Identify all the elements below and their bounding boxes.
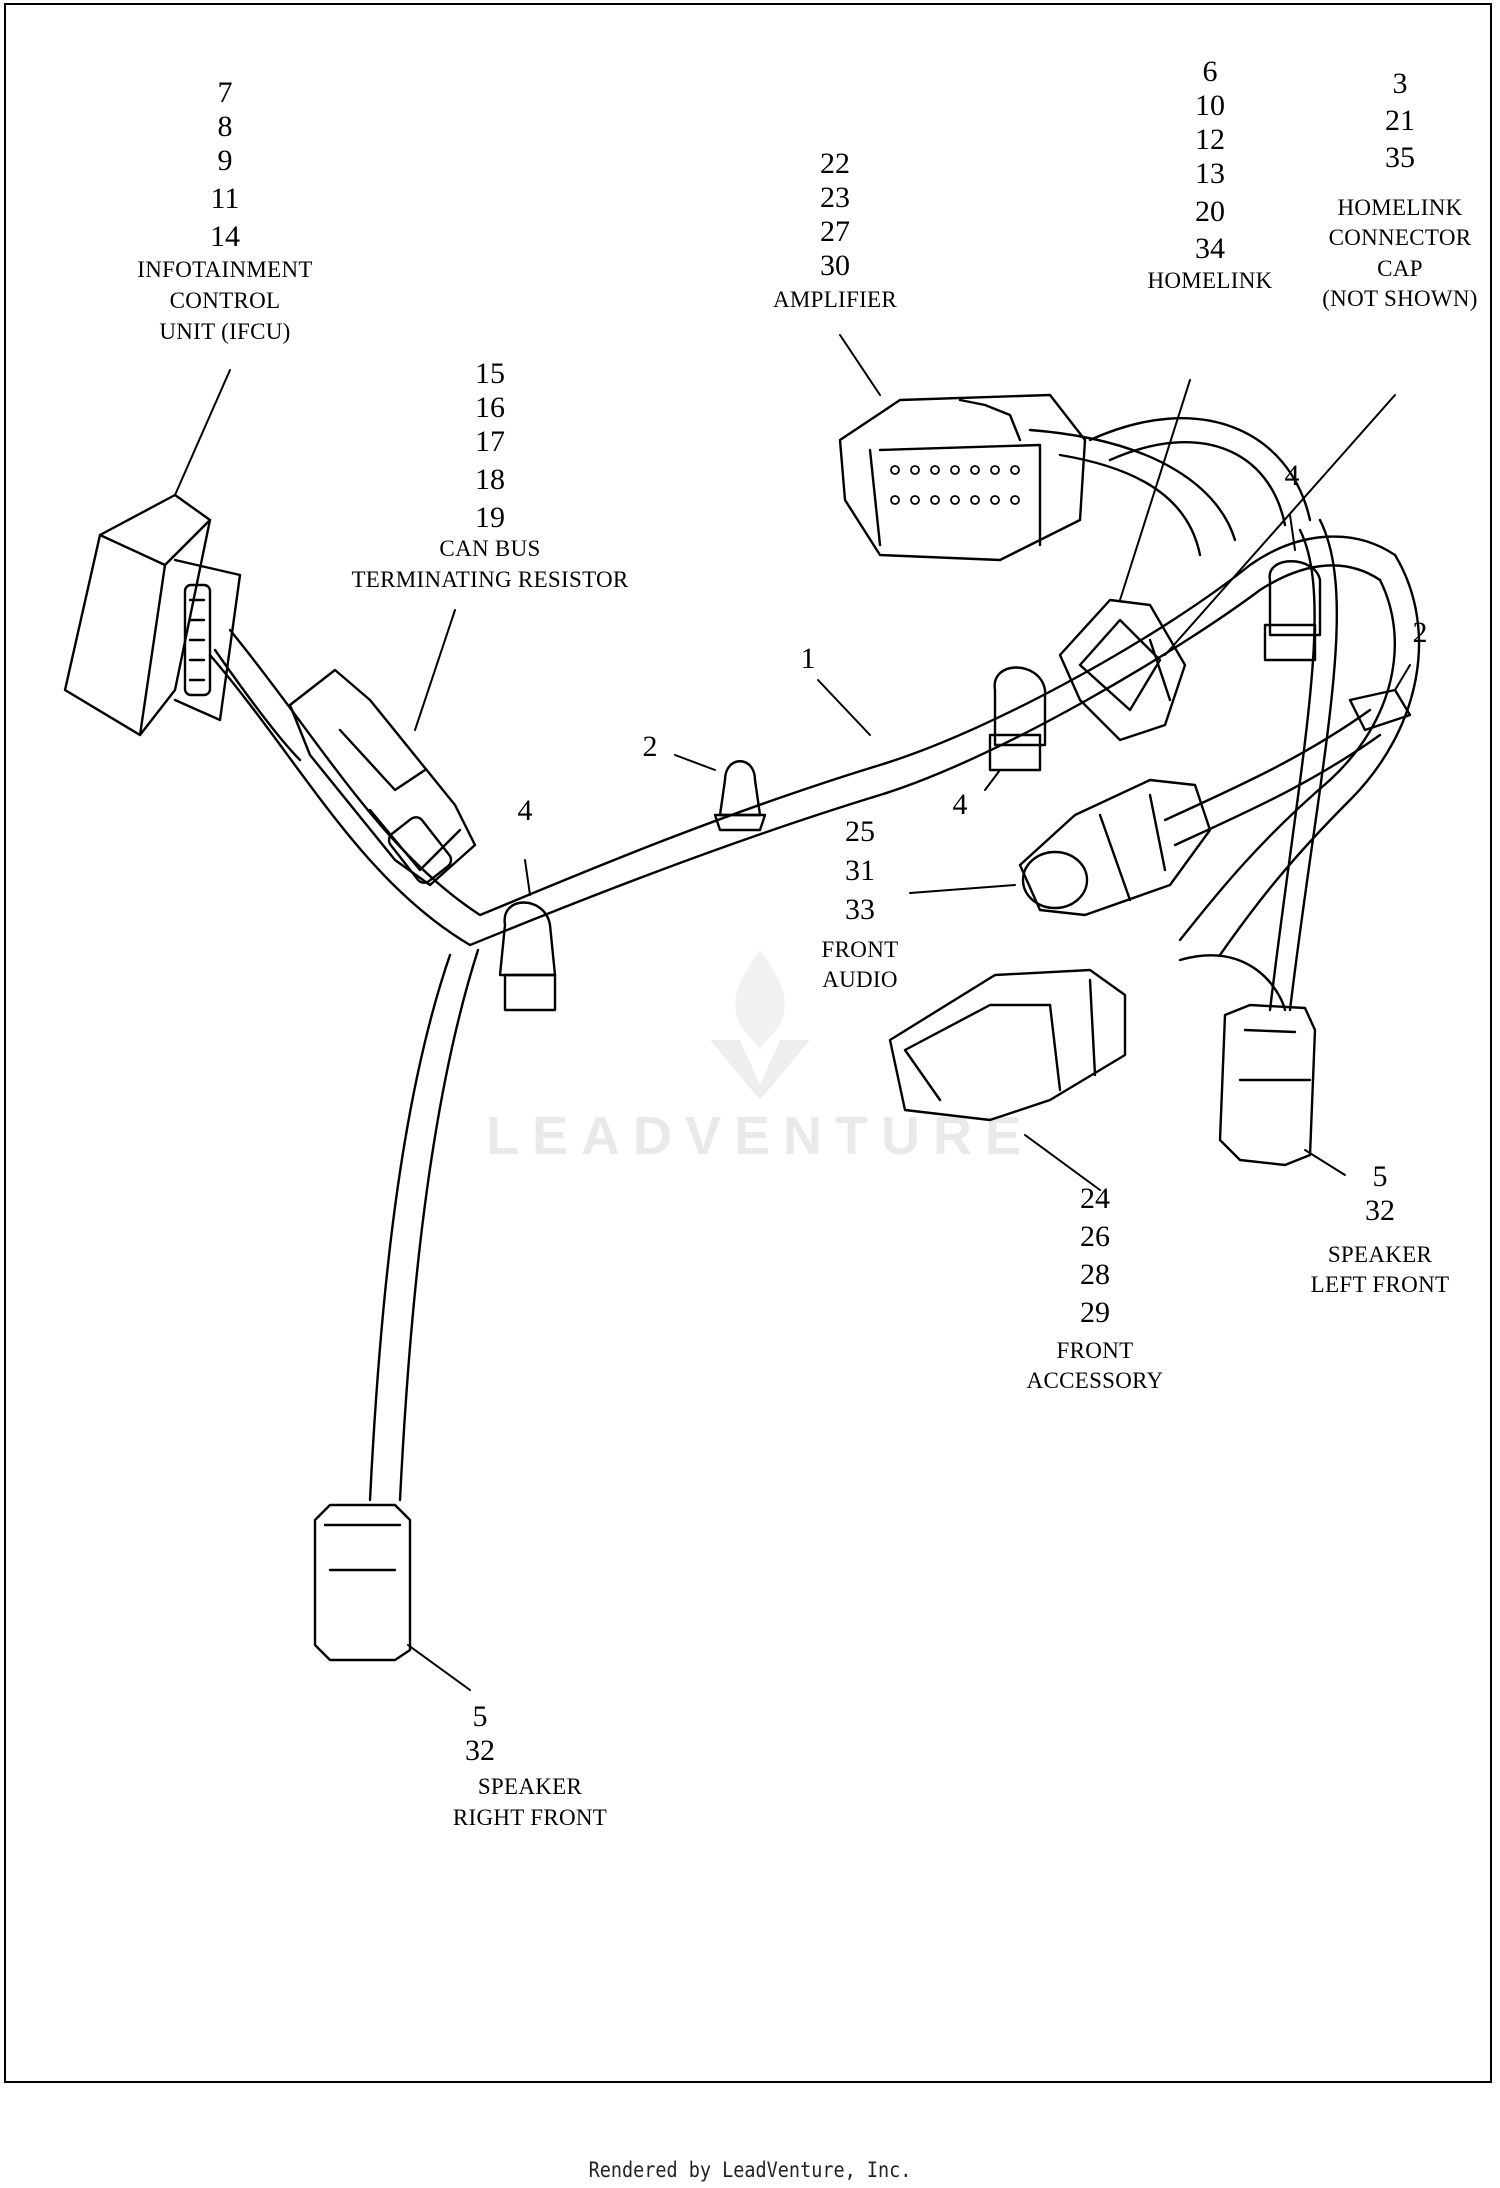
amplifier-connector: [838, 393, 1087, 562]
leader-lines: [174, 334, 1411, 1691]
diagram-frame: [4, 3, 1492, 2083]
label-clamp-left: 4: [517, 794, 533, 827]
label-clip-right: 2: [1412, 616, 1428, 649]
front-audio-connector: [1018, 778, 1212, 917]
leadventure-logo-icon: [710, 950, 810, 1100]
speaker-right-connector: [313, 1503, 412, 1662]
homelink-connector: [1058, 598, 1187, 742]
footer-credit: Rendered by LeadVenture, Inc.: [588, 2158, 912, 2182]
clamp-left: [498, 901, 557, 1012]
clamp-right: [1263, 560, 1322, 662]
speaker-left-connector: [1218, 1003, 1317, 1167]
clip-right: [1348, 688, 1412, 732]
clip-left: [713, 760, 767, 832]
label-clip-left: 2: [642, 730, 658, 763]
clamp-center: [988, 666, 1047, 772]
watermark-text: LEADVENTURE: [485, 1106, 1035, 1166]
harness-trunk: [208, 417, 1421, 1502]
front-accessory-connector: [888, 968, 1127, 1122]
ifcu-connector: [63, 493, 242, 737]
can-bus-resistor: [288, 668, 477, 887]
label-clamp-center: 4: [952, 788, 968, 821]
watermark: LEADVENTURE: [480, 940, 1040, 1167]
label-clamp-right: 4: [1284, 459, 1300, 492]
label-harness: 1: [800, 642, 816, 675]
